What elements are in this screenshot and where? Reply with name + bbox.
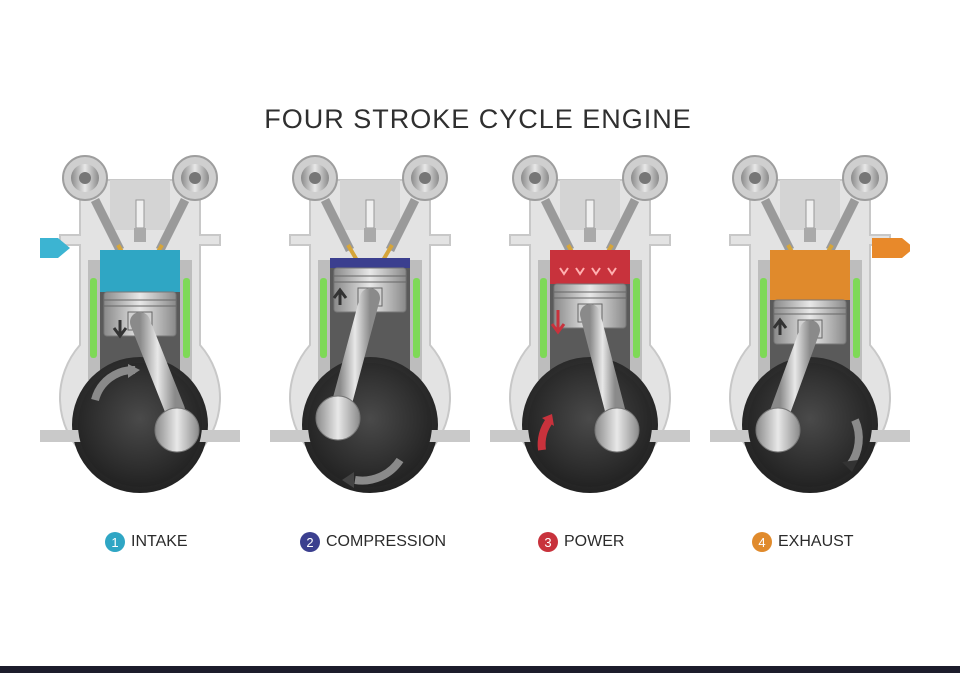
- stage-name: COMPRESSION: [326, 533, 447, 550]
- stage-label-intake: 1 INTAKE: [105, 530, 188, 554]
- stage-name: POWER: [564, 533, 625, 550]
- compression-engine-diagram: [270, 150, 470, 520]
- stage-number-badge: 2: [300, 532, 320, 552]
- stage-label-compression: 2 COMPRESSION: [300, 530, 446, 554]
- diagram-title: FOUR STROKE CYCLE ENGINE: [264, 104, 692, 134]
- stage-name: INTAKE: [131, 533, 188, 550]
- stage-number-badge: 3: [538, 532, 558, 552]
- stage-label-power: 3 POWER: [538, 530, 624, 554]
- intake-engine-diagram: [40, 150, 240, 520]
- stage-label-exhaust: 4 EXHAUST: [752, 530, 854, 554]
- exhaust-engine-diagram: [710, 150, 910, 520]
- power-engine-diagram: [490, 150, 690, 520]
- stage-number-badge: 1: [105, 532, 125, 552]
- stage-number-badge: 4: [752, 532, 772, 552]
- bottom-bar: [0, 666, 960, 673]
- stage-name: EXHAUST: [778, 533, 854, 550]
